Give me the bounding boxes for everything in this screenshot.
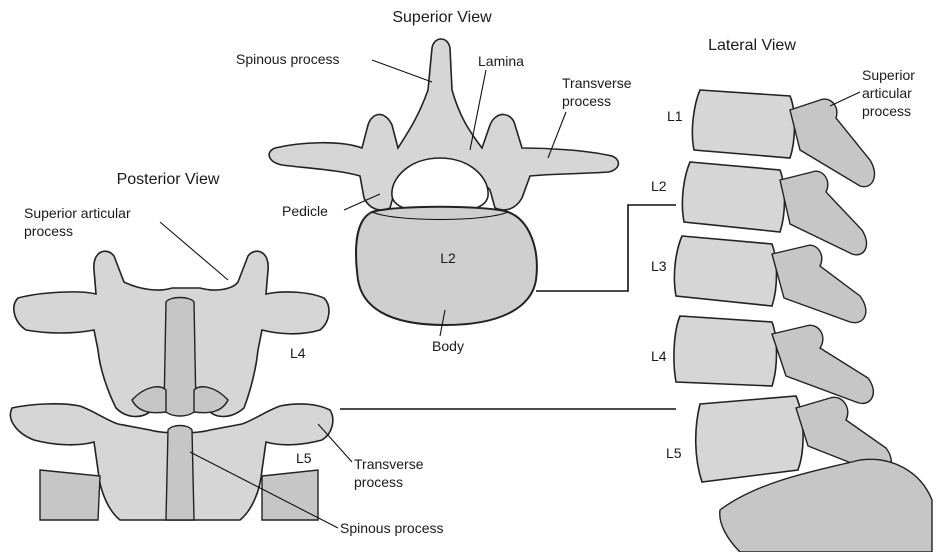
lateral-l3-label: L3 — [651, 258, 667, 274]
posterior-l5-label: L5 — [296, 450, 312, 466]
lateral-superior-label-2: articular — [862, 85, 912, 101]
body-label: Body — [432, 338, 464, 354]
posterior-transverse-label-1: Transverse — [354, 456, 424, 472]
posterior-transverse-label-2: process — [354, 474, 403, 490]
lateral-superior-label-3: process — [862, 103, 911, 119]
superior-level-label: L2 — [440, 250, 456, 266]
lateral-l4-label: L4 — [651, 348, 667, 364]
posterior-superior-articular-label-1: Superior articular — [24, 205, 131, 221]
posterior-spinous-label: Spinous process — [340, 520, 444, 536]
lateral-l2-label: L2 — [651, 178, 667, 194]
l2-connector-line — [536, 205, 676, 291]
lateral-superior-label-1: Superior — [862, 67, 915, 83]
superior-transverse-label-2: process — [562, 93, 611, 109]
lateral-l5-label: L5 — [666, 445, 682, 461]
lateral-view-title: Lateral View — [708, 37, 796, 54]
lateral-view: Lateral View Superior articular process … — [651, 37, 932, 552]
superior-transverse-label-1: Transverse — [562, 75, 632, 91]
lateral-l1-label: L1 — [667, 108, 683, 124]
l4-spinous-process — [164, 298, 196, 417]
lateral-l3-vertebra — [674, 236, 865, 323]
posterior-superior-articular-label-2: process — [24, 223, 73, 239]
l5-spinous-process — [166, 426, 194, 521]
pedicle-label: Pedicle — [282, 203, 328, 219]
lamina-label: Lamina — [478, 53, 524, 69]
superior-view-title: Superior View — [392, 9, 492, 26]
posterior-l4-label: L4 — [290, 345, 306, 361]
posterior-view-title: Posterior View — [117, 171, 220, 188]
lateral-l4-vertebra — [674, 316, 873, 403]
superior-spinous-label: Spinous process — [236, 51, 340, 67]
